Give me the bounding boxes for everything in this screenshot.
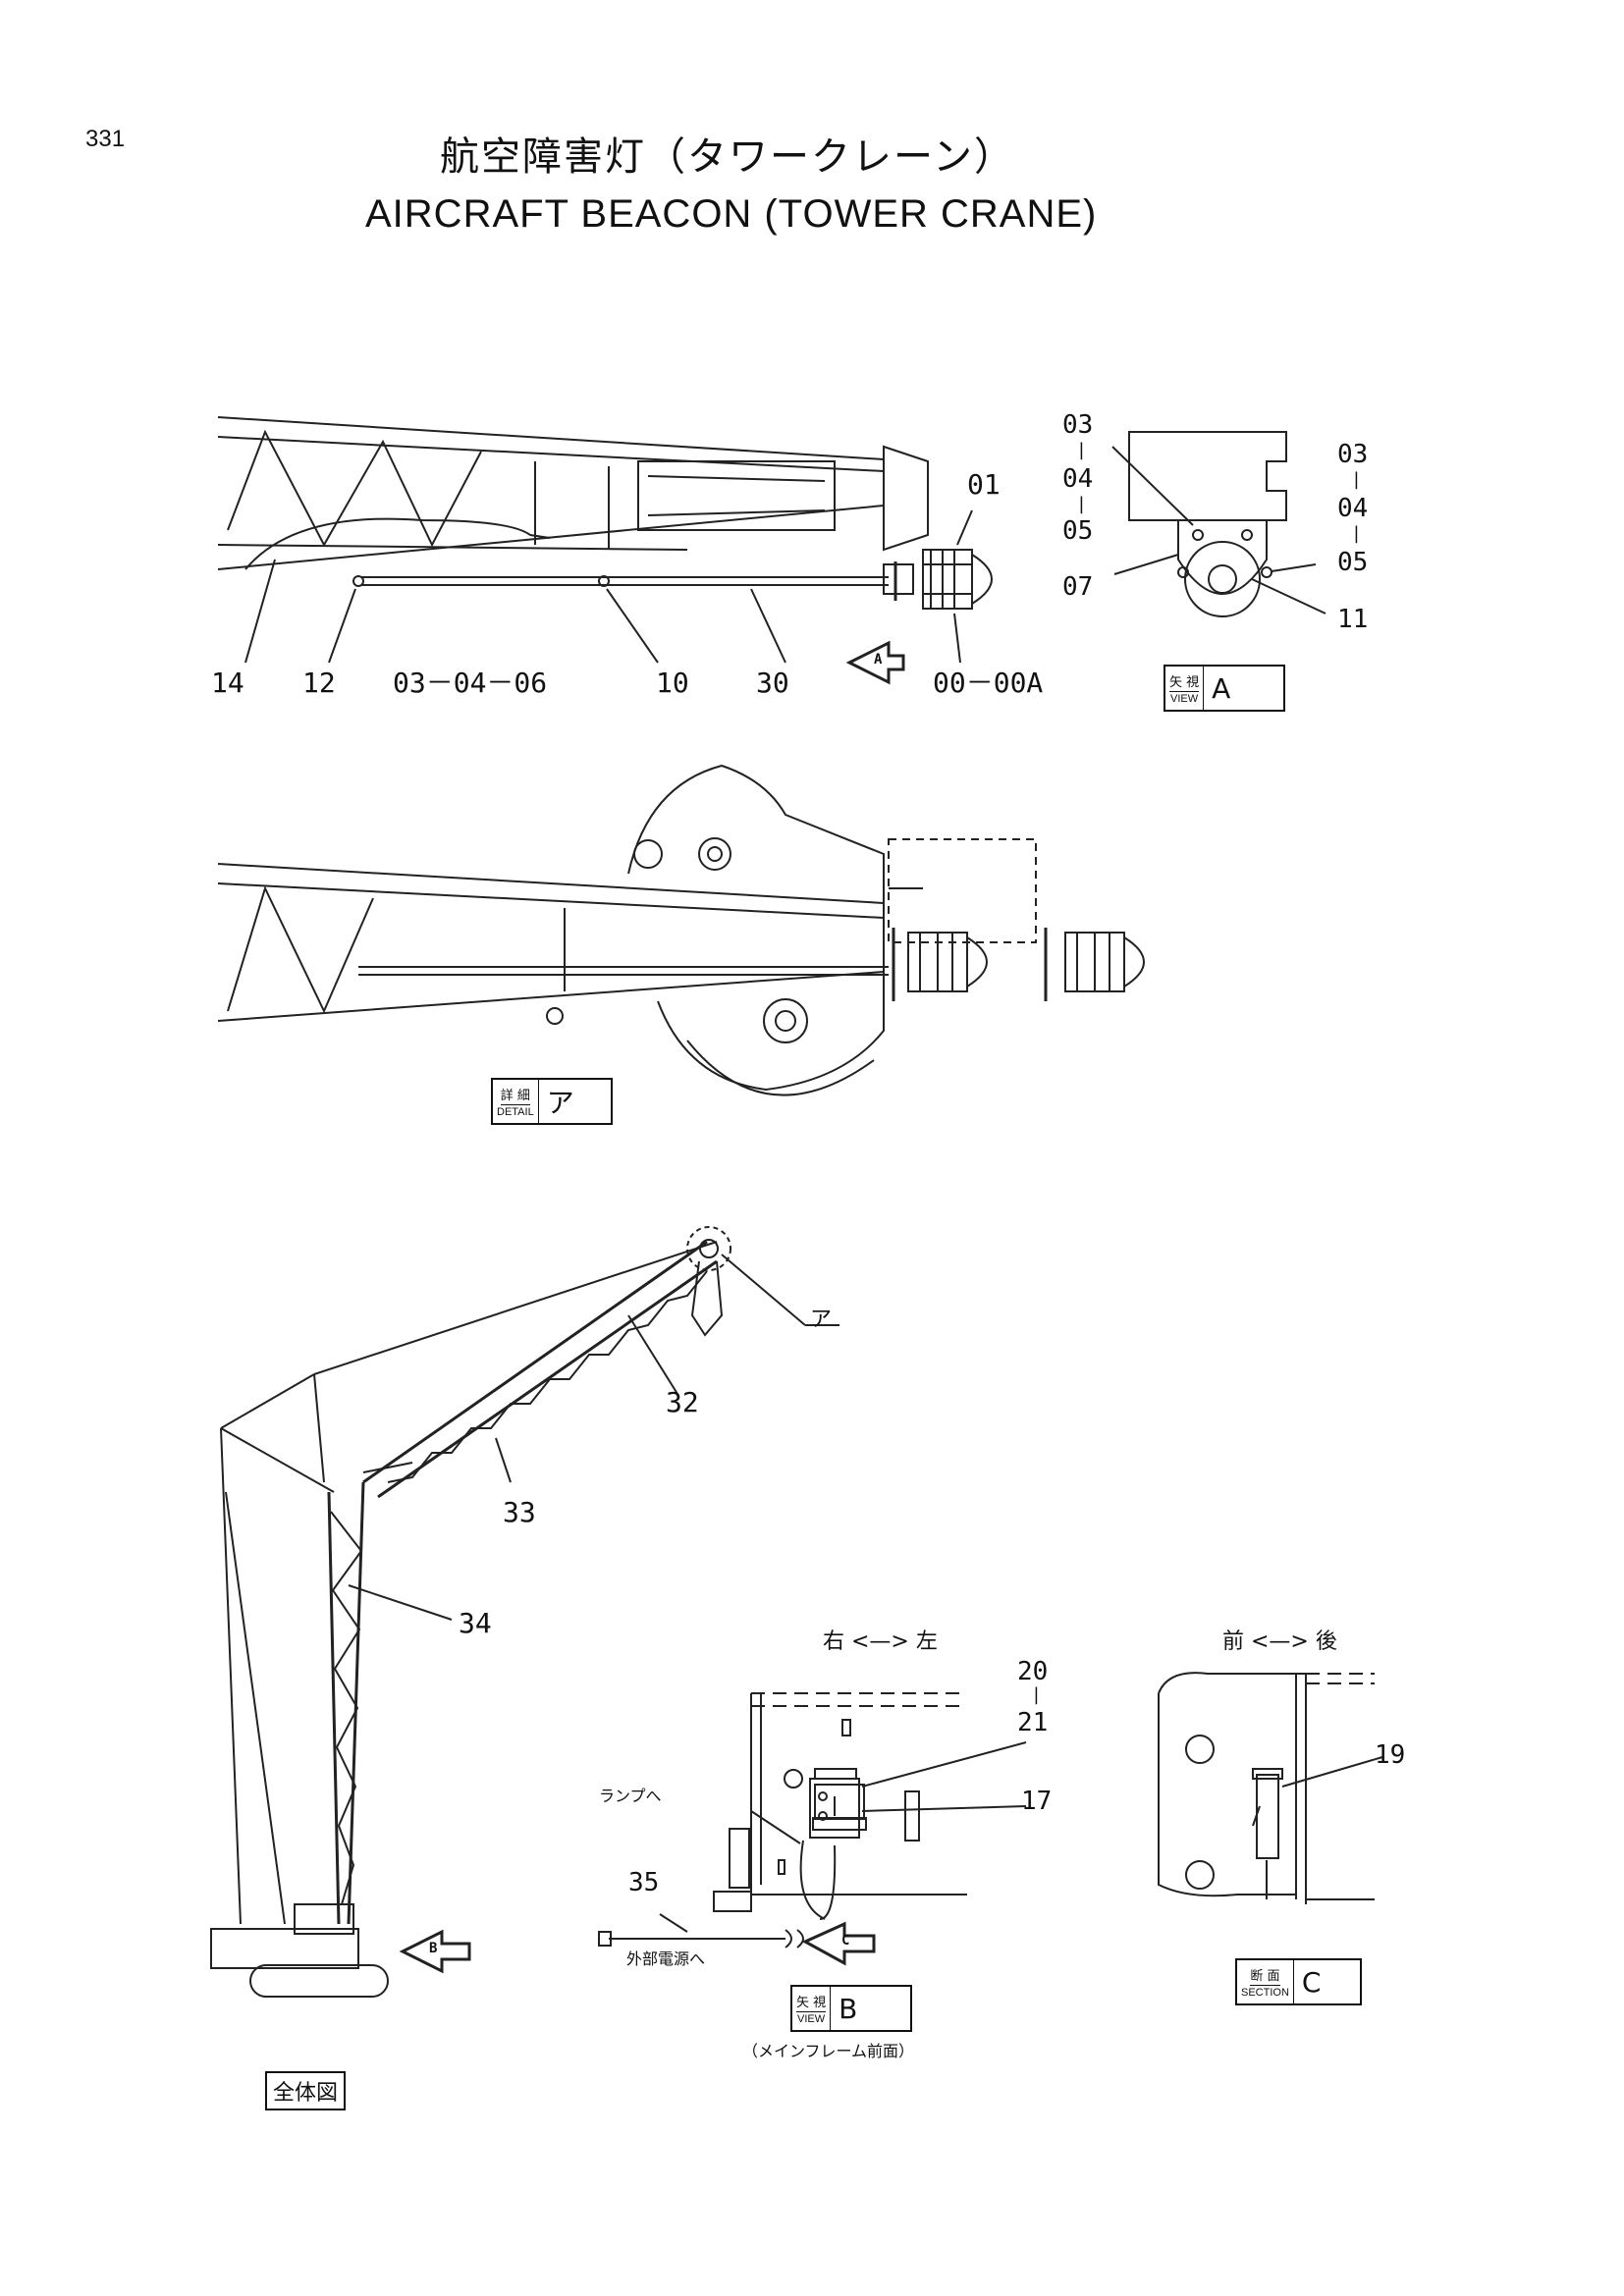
arrow-c-label: C <box>841 1933 850 1949</box>
callout-12: 12 <box>302 667 336 699</box>
whole-view-label: 全体図 <box>265 2071 347 2110</box>
detail-badge: 詳 細 DETAIL ア <box>491 1078 613 1125</box>
view-a-badge: 矢 視 VIEW A <box>1164 665 1285 712</box>
page-number: 331 <box>85 126 126 152</box>
view-a-left-03: 03 <box>1062 410 1094 440</box>
view-b-lamp-note: ランプへ <box>599 1787 662 1805</box>
view-a-right-03: 03 <box>1337 440 1369 469</box>
view-a-badge-letter: A <box>1212 671 1231 705</box>
detail-badge-en: DETAIL <box>497 1106 534 1118</box>
title-english: AIRCRAFT BEACON (TOWER CRANE) <box>365 192 1098 236</box>
view-a-label-07: 07 <box>1062 572 1094 602</box>
view-a-left-04: 04 <box>1062 464 1094 494</box>
crane-callout-a: ア <box>810 1308 833 1332</box>
arrow-a-label: A <box>874 652 883 667</box>
view-a-right-04: 04 <box>1337 494 1369 523</box>
crane-callout-33: 33 <box>503 1496 536 1528</box>
top-boom-tip-drawing <box>218 417 992 663</box>
section-c-label-19: 19 <box>1375 1740 1406 1770</box>
section-c-badge: 断 面 SECTION C <box>1235 1958 1362 2005</box>
view-b-label-21: 21 <box>1017 1708 1049 1737</box>
view-b-drawing <box>599 1693 1026 1948</box>
view-a-badge-en: VIEW <box>1170 693 1199 705</box>
section-c-badge-jp: 断 面 <box>1250 1965 1280 1986</box>
view-b-caption: （メインフレーム前面） <box>742 2042 915 2060</box>
view-a-left-05: 05 <box>1062 516 1094 546</box>
callout-30: 30 <box>756 667 789 699</box>
view-a-label-11: 11 <box>1337 605 1369 634</box>
view-a-drawing <box>1112 432 1326 616</box>
callout-10: 10 <box>656 667 689 699</box>
view-b-badge: 矢 視 VIEW B <box>790 1985 912 2032</box>
detail-badge-jp: 詳 細 <box>500 1085 530 1105</box>
crane-callout-32: 32 <box>666 1386 699 1418</box>
view-a-left-sep1: | <box>1076 440 1087 460</box>
view-b-label-35: 35 <box>628 1868 660 1897</box>
view-b-direction: 右 <—> 左 <box>823 1629 938 1654</box>
detail-badge-letter: ア <box>546 1087 574 1119</box>
detail-boom-top-drawing <box>218 766 1144 1095</box>
callout-01: 01 <box>967 468 1001 501</box>
callout-14: 14 <box>211 667 244 699</box>
view-a-right-sep2: | <box>1351 523 1362 544</box>
view-a-right-sep1: | <box>1351 469 1362 490</box>
view-b-label-20: 20 <box>1017 1657 1049 1686</box>
view-a-right-05: 05 <box>1337 548 1369 577</box>
view-b-label-17: 17 <box>1021 1787 1053 1816</box>
view-a-badge-jp: 矢 視 <box>1169 671 1200 692</box>
view-b-badge-jp: 矢 視 <box>796 1992 827 2012</box>
view-b-badge-en: VIEW <box>797 2013 826 2025</box>
view-b-sep: | <box>1031 1684 1042 1705</box>
title-japanese: 航空障害灯（タワークレーン） <box>440 134 1015 180</box>
crane-overall-drawing <box>211 1227 839 1997</box>
section-c-badge-en: SECTION <box>1241 1987 1289 1999</box>
section-c-direction: 前 <—> 後 <box>1222 1629 1337 1654</box>
view-a-left-sep2: | <box>1076 494 1087 514</box>
section-c-drawing <box>1159 1673 1382 1904</box>
callout-03-04-06: 03－04－06 <box>393 667 548 699</box>
callout-00-00a: 00－00A <box>933 667 1044 699</box>
view-b-badge-letter: B <box>839 1992 858 2025</box>
crane-callout-34: 34 <box>459 1607 492 1639</box>
arrow-b-label: B <box>429 1941 438 1956</box>
view-b-power-note: 外部電源へ <box>626 1949 706 1968</box>
section-c-badge-letter: C <box>1301 1965 1322 1999</box>
